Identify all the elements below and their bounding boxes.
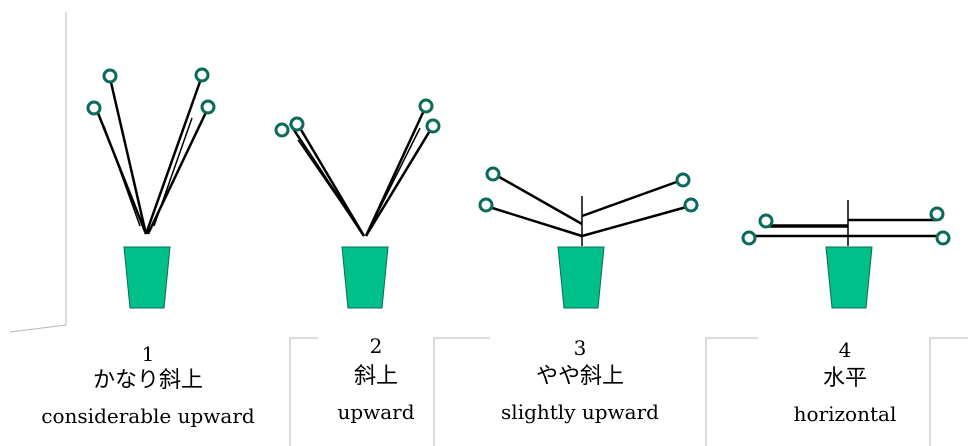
panel-frames: [9, 12, 968, 446]
label-2-english: upward: [337, 400, 415, 424]
label-4-english: horizontal: [793, 402, 897, 426]
label-3-number: 3: [573, 336, 587, 360]
plant-3: [478, 166, 699, 309]
label-4: 4 水平 horizontal: [760, 340, 930, 424]
label-1-number: 1: [141, 342, 155, 366]
branch-tips-2: [274, 98, 441, 138]
pot-2: [341, 246, 389, 309]
label-3: 3 やや斜上 slightly upward: [490, 338, 670, 422]
label-1-japanese: かなり斜上: [92, 368, 203, 393]
plant-4: [741, 200, 951, 309]
label-4-japanese: 水平: [822, 366, 867, 391]
label-2-number: 2: [369, 334, 383, 358]
branches-1: [94, 75, 210, 235]
label-2: 2 斜上 upward: [320, 336, 432, 422]
label-1: 1 かなり斜上 considerable upward: [0, 344, 296, 426]
pot-4: [825, 246, 873, 309]
label-2-japanese: 斜上: [353, 364, 398, 389]
plant-2: [274, 98, 441, 309]
pot-1: [123, 246, 171, 309]
label-1-english: considerable upward: [41, 404, 255, 428]
label-3-japanese: やや斜上: [535, 364, 624, 389]
branches-2: [288, 105, 436, 237]
branches-3: [485, 172, 691, 246]
branch-tips-4: [741, 206, 951, 246]
branches-4: [752, 200, 942, 246]
label-3-english: slightly upward: [501, 400, 659, 424]
plant-1: [86, 67, 216, 309]
pot-3: [557, 246, 605, 309]
branch-tips-1: [86, 67, 216, 116]
label-4-number: 4: [838, 338, 852, 362]
branch-tips-3: [478, 166, 699, 213]
